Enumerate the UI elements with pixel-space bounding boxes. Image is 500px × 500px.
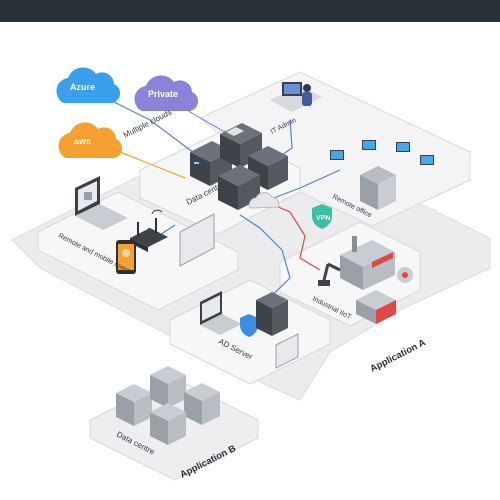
monitor-icon [179,213,215,267]
cloud-icon [248,192,280,209]
monitor-icon [420,155,434,165]
ad-server[interactable]: AD Server [200,291,299,369]
server-stack-icon [116,384,152,426]
aws-cloud[interactable]: aws [58,122,123,158]
multiple-clouds-caption: Multiple clouds [122,108,173,140]
server-stack-icon [248,146,288,190]
remote-office[interactable]: Remote office [330,140,434,219]
admin-person-icon [303,84,311,92]
robot-arm-icon [318,262,341,286]
mobile-phone-icon [116,240,136,274]
vpn-node[interactable]: VPN [312,204,332,229]
shield-check-icon [240,314,258,337]
monitor-icon [330,150,344,160]
laptop-icon [275,333,299,369]
top-dark-strip [0,0,500,22]
shield-icon [312,204,332,229]
application-a-label: Application A [368,337,427,374]
aws-label: aws [74,136,91,146]
linux-server-icon [220,123,262,168]
server-stack-icon [184,383,220,425]
truck-icon [356,290,396,324]
server-stack-icon [256,292,288,336]
windows-icon [84,192,92,200]
azure-label: Azure [70,82,95,92]
server-stack-icon [150,366,186,408]
laptop-icon [200,291,242,335]
private-label: Private [148,89,178,99]
monitor-icon [362,140,376,150]
link-iiot [261,199,321,271]
gear-icon [397,267,413,283]
factory-icon [340,236,395,290]
server-stack-icon [150,403,186,445]
monitor-icon [396,142,410,152]
private-cloud[interactable]: Private [134,75,199,111]
laptop-icon [75,176,128,230]
azure-cloud[interactable]: Azure [56,67,121,103]
vpn-label: VPN [316,215,330,222]
link-ad-server [239,214,291,306]
